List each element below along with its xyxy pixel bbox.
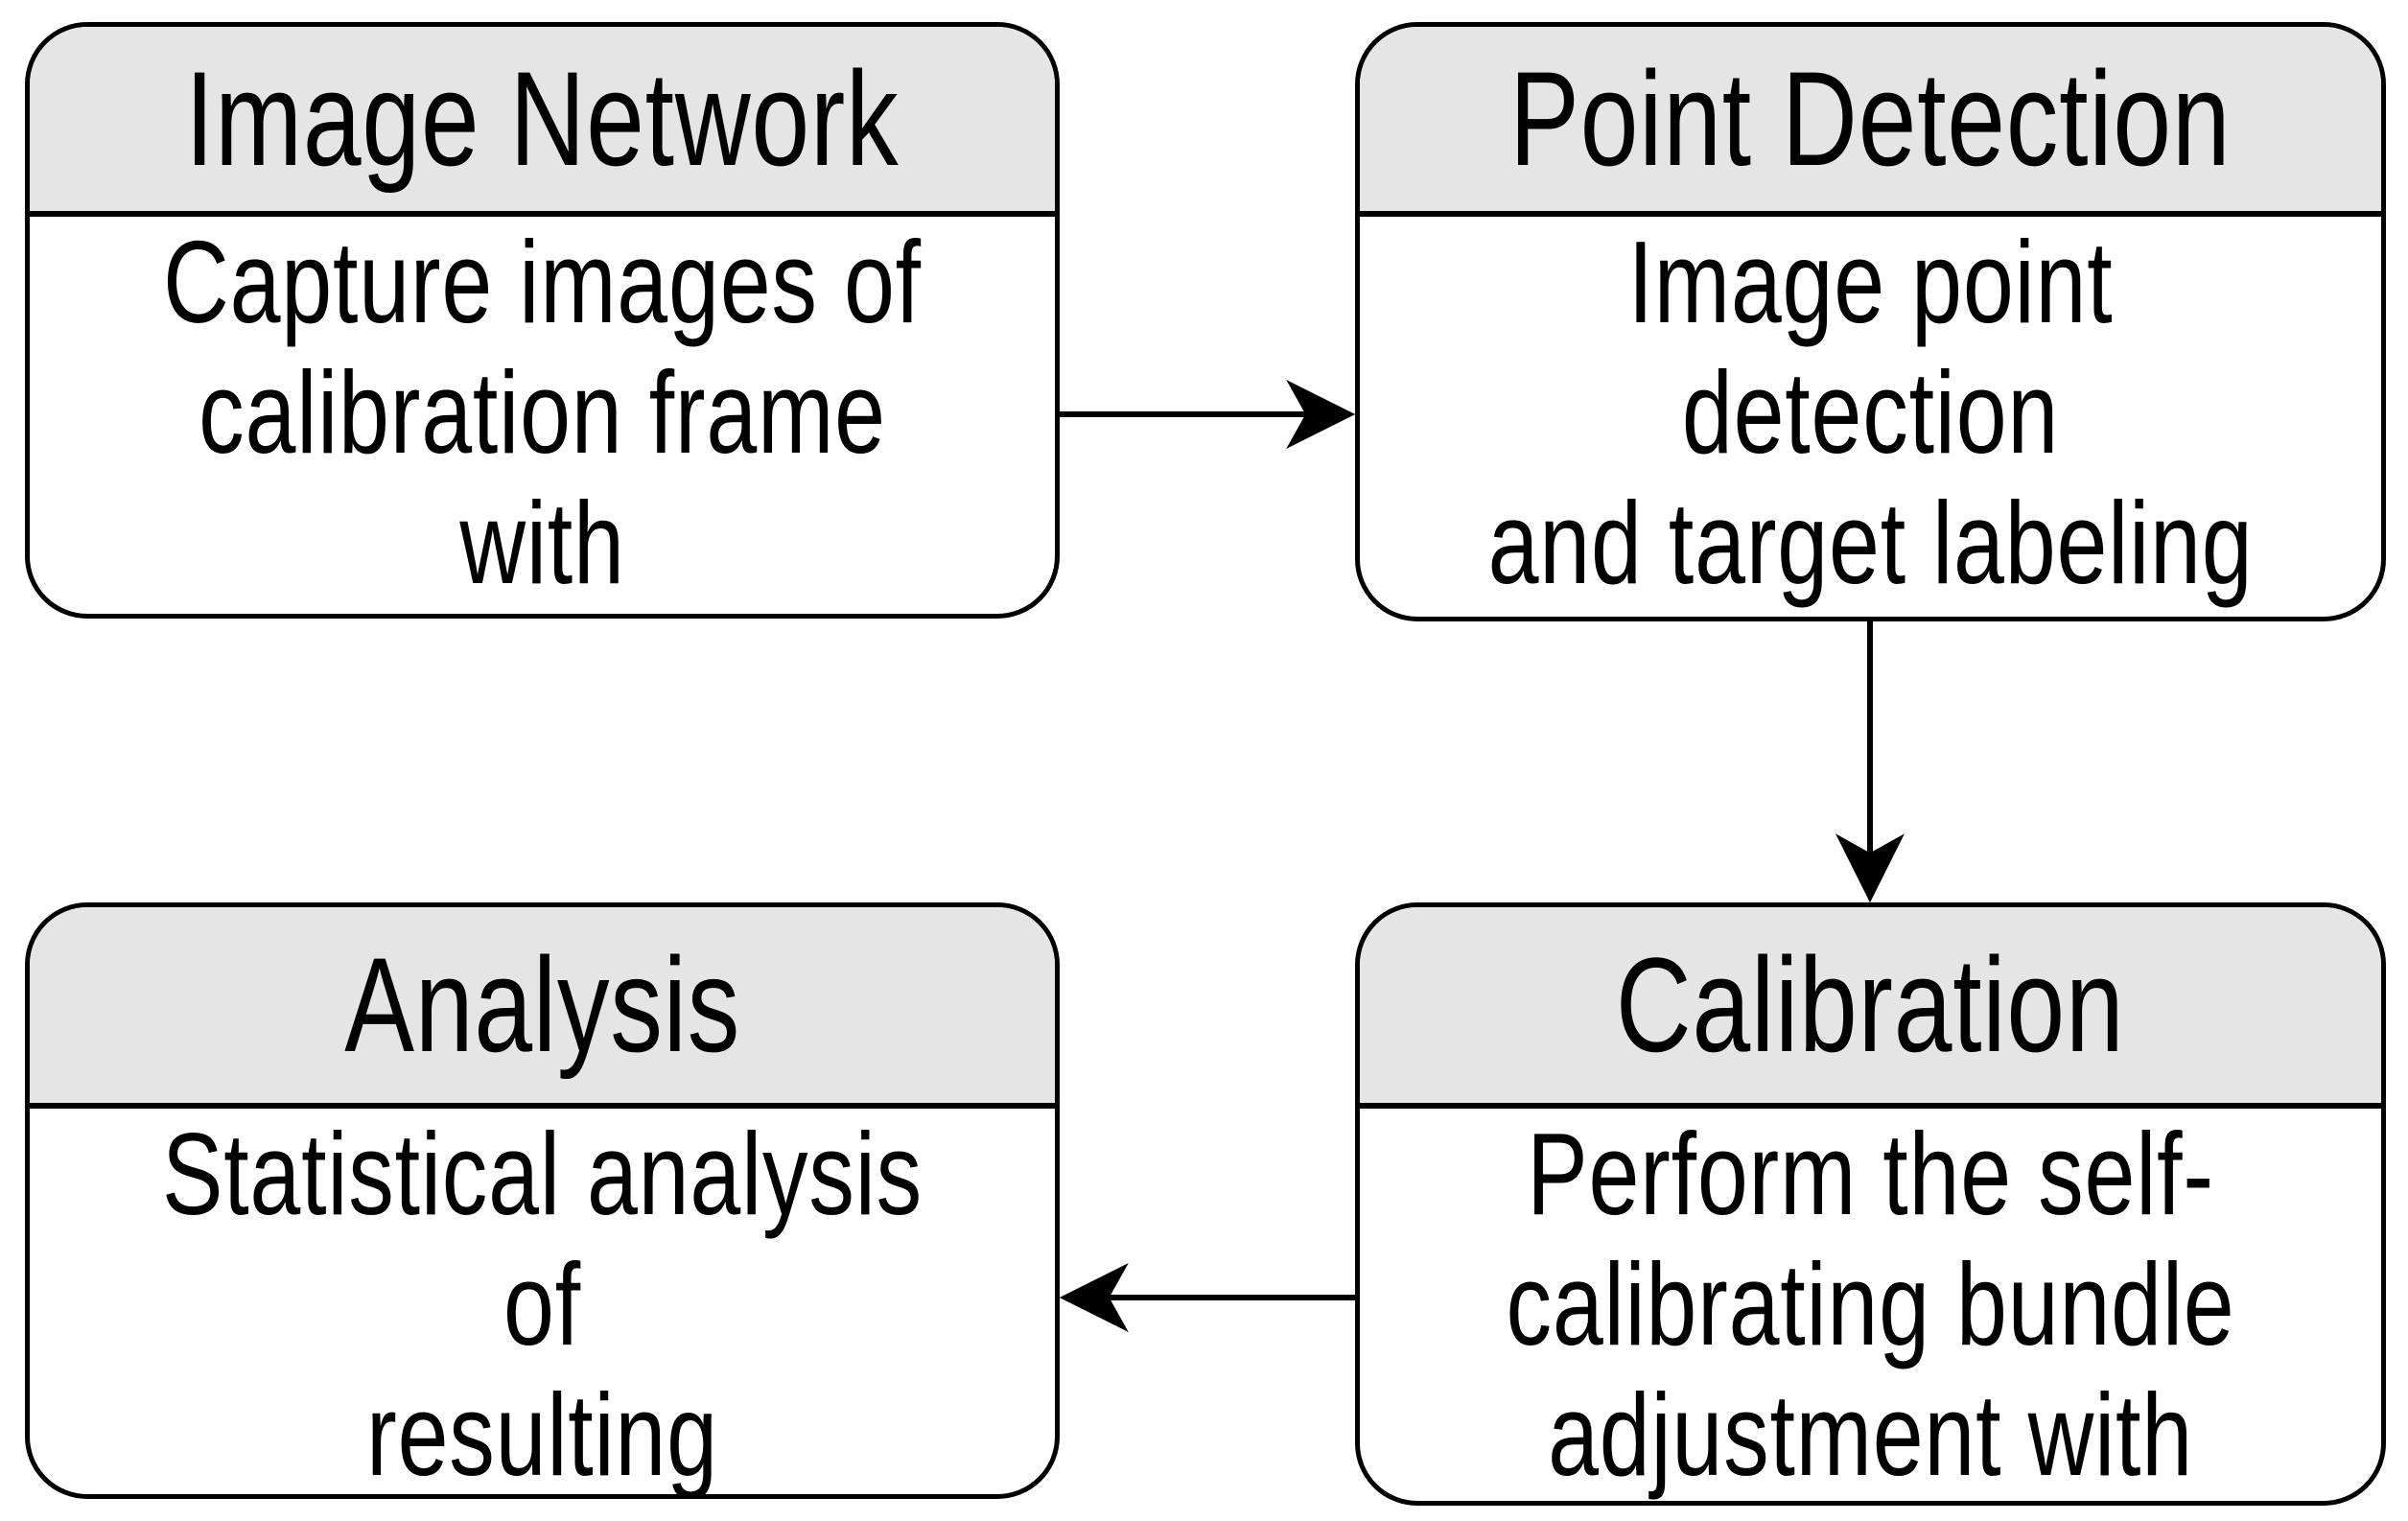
node-point-detection-body: Image point detection and target labelin… bbox=[1360, 217, 2381, 617]
node-point-detection: Point Detection Image point detection an… bbox=[1355, 22, 2386, 621]
node-analysis-body-text: Statistical analysis of resulting calibr… bbox=[161, 1109, 923, 1499]
node-analysis: Analysis Statistical analysis of resulti… bbox=[25, 902, 1060, 1499]
node-calibration-header: Calibration bbox=[1360, 907, 2381, 1109]
node-image-network-body: Capture images of calibration frame with… bbox=[30, 217, 1055, 614]
node-image-network: Image Network Capture images of calibrat… bbox=[25, 22, 1060, 619]
node-calibration-body-text: Perform the self- calibrating bundle adj… bbox=[1506, 1109, 2235, 1501]
node-analysis-body: Statistical analysis of resulting calibr… bbox=[30, 1109, 1055, 1499]
node-analysis-title: Analysis bbox=[344, 929, 740, 1080]
node-image-network-body-text: Capture images of calibration frame with… bbox=[163, 217, 922, 614]
node-point-detection-header: Point Detection bbox=[1360, 27, 2381, 217]
node-point-detection-title: Point Detection bbox=[1509, 43, 2232, 194]
node-calibration-title: Calibration bbox=[1616, 929, 2125, 1080]
node-image-network-title: Image Network bbox=[185, 43, 900, 194]
node-analysis-header: Analysis bbox=[30, 907, 1055, 1109]
node-calibration: Calibration Perform the self- calibratin… bbox=[1355, 902, 2386, 1506]
node-calibration-body: Perform the self- calibrating bundle adj… bbox=[1360, 1109, 2381, 1501]
node-point-detection-body-text: Image point detection and target labelin… bbox=[1487, 217, 2254, 617]
node-image-network-header: Image Network bbox=[30, 27, 1055, 217]
